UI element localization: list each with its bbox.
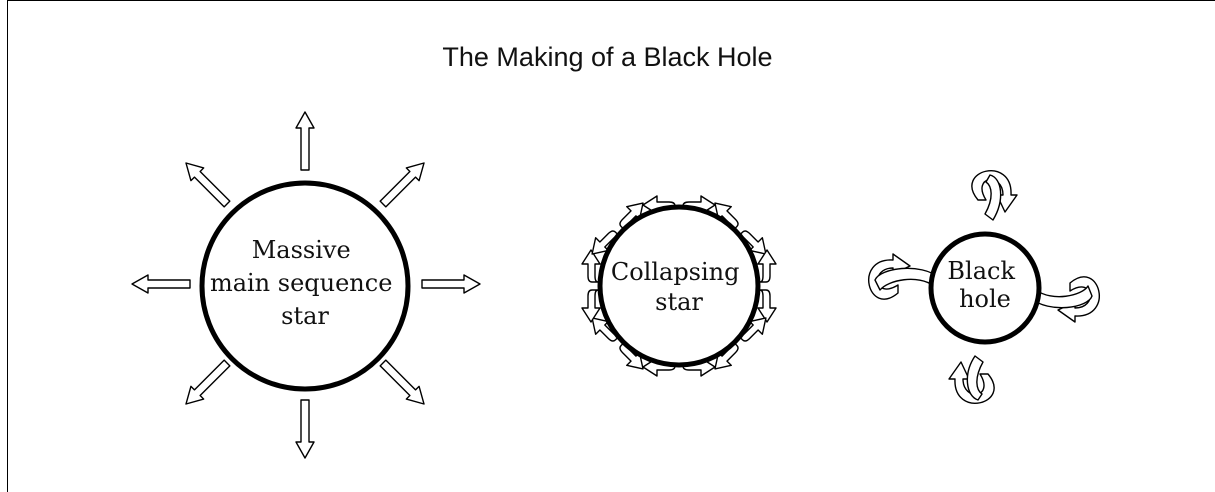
massive-star-label-line-1: Massive (252, 236, 351, 264)
collapsing-star-circle (600, 207, 758, 365)
massive-star-label-line-2: main sequence (210, 269, 392, 297)
massive-star-label-line-3: star (281, 302, 329, 330)
black-hole-label-line-1: Black (947, 257, 1015, 285)
collapsing-star-label-line-2: star (655, 288, 703, 316)
black-hole-label-line-2: hole (959, 285, 1011, 313)
collapsing-star-label-line-1: Collapsing (611, 258, 740, 286)
